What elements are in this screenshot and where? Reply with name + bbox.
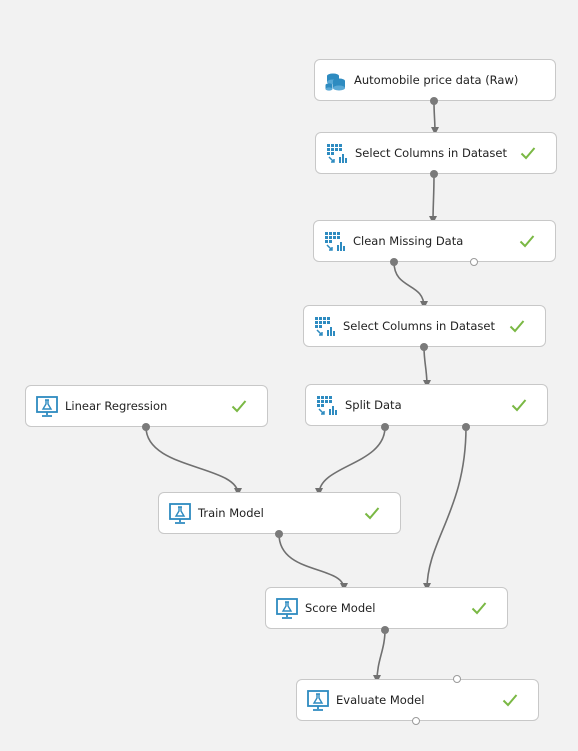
output-port[interactable] — [430, 97, 438, 105]
completed-check-icon — [364, 506, 380, 520]
output-port[interactable] — [430, 170, 438, 178]
output-port-unconnected[interactable] — [412, 717, 420, 725]
module-train-model[interactable]: Train Model — [158, 492, 401, 534]
output-port-unconnected[interactable] — [470, 258, 478, 266]
connection-select2-to-split — [422, 346, 431, 388]
flask-monitor-icon — [36, 396, 58, 418]
output-port[interactable] — [275, 530, 283, 538]
input-port-unconnected[interactable] — [453, 675, 461, 683]
flask-monitor-icon — [307, 690, 329, 712]
module-label: Train Model — [198, 506, 264, 520]
output-port-2[interactable] — [462, 423, 470, 431]
completed-check-icon — [509, 319, 525, 333]
completed-check-icon — [471, 601, 487, 615]
completed-check-icon — [519, 234, 535, 248]
table-transform-icon — [314, 316, 336, 338]
table-transform-icon — [324, 231, 346, 253]
module-linear-regression[interactable]: Linear Regression — [25, 385, 268, 427]
connection-linreg-to-train — [145, 426, 242, 496]
module-label: Automobile price data (Raw) — [354, 73, 519, 87]
table-transform-icon — [316, 395, 338, 417]
output-port[interactable] — [420, 343, 428, 351]
module-evaluate-model[interactable]: Evaluate Model — [296, 679, 539, 721]
module-label: Select Columns in Dataset — [355, 146, 507, 160]
completed-check-icon — [520, 146, 536, 160]
connection-score-to-evaluate — [373, 629, 386, 683]
connection-select1-to-clean — [429, 174, 438, 224]
module-label: Evaluate Model — [336, 693, 425, 707]
connection-clean-to-select2 — [393, 261, 428, 309]
connection-train-to-score — [278, 533, 348, 591]
completed-check-icon — [231, 399, 247, 413]
connection-automobile-to-select1 — [430, 101, 439, 135]
module-label: Split Data — [345, 398, 402, 412]
output-port[interactable] — [381, 626, 389, 634]
table-transform-icon — [326, 143, 348, 165]
module-automobile-price-data[interactable]: Automobile price data (Raw) — [314, 59, 556, 101]
module-label: Clean Missing Data — [353, 234, 464, 248]
connection-split-to-score — [423, 426, 467, 591]
module-split-data[interactable]: Split Data — [305, 384, 548, 426]
output-port-1[interactable] — [381, 423, 389, 431]
flask-monitor-icon — [169, 503, 191, 525]
completed-check-icon — [511, 398, 527, 412]
module-clean-missing-data[interactable]: Clean Missing Data — [313, 220, 556, 262]
output-port[interactable] — [390, 258, 398, 266]
module-label: Linear Regression — [65, 399, 168, 413]
connection-split-to-train — [315, 426, 386, 496]
dataset-icon — [325, 70, 347, 92]
module-select-columns-1[interactable]: Select Columns in Dataset — [315, 132, 557, 174]
module-label: Select Columns in Dataset — [343, 319, 495, 333]
output-port[interactable] — [142, 423, 150, 431]
flask-monitor-icon — [276, 598, 298, 620]
module-score-model[interactable]: Score Model — [265, 587, 508, 629]
module-select-columns-2[interactable]: Select Columns in Dataset — [303, 305, 546, 347]
completed-check-icon — [502, 693, 518, 707]
module-label: Score Model — [305, 601, 376, 615]
